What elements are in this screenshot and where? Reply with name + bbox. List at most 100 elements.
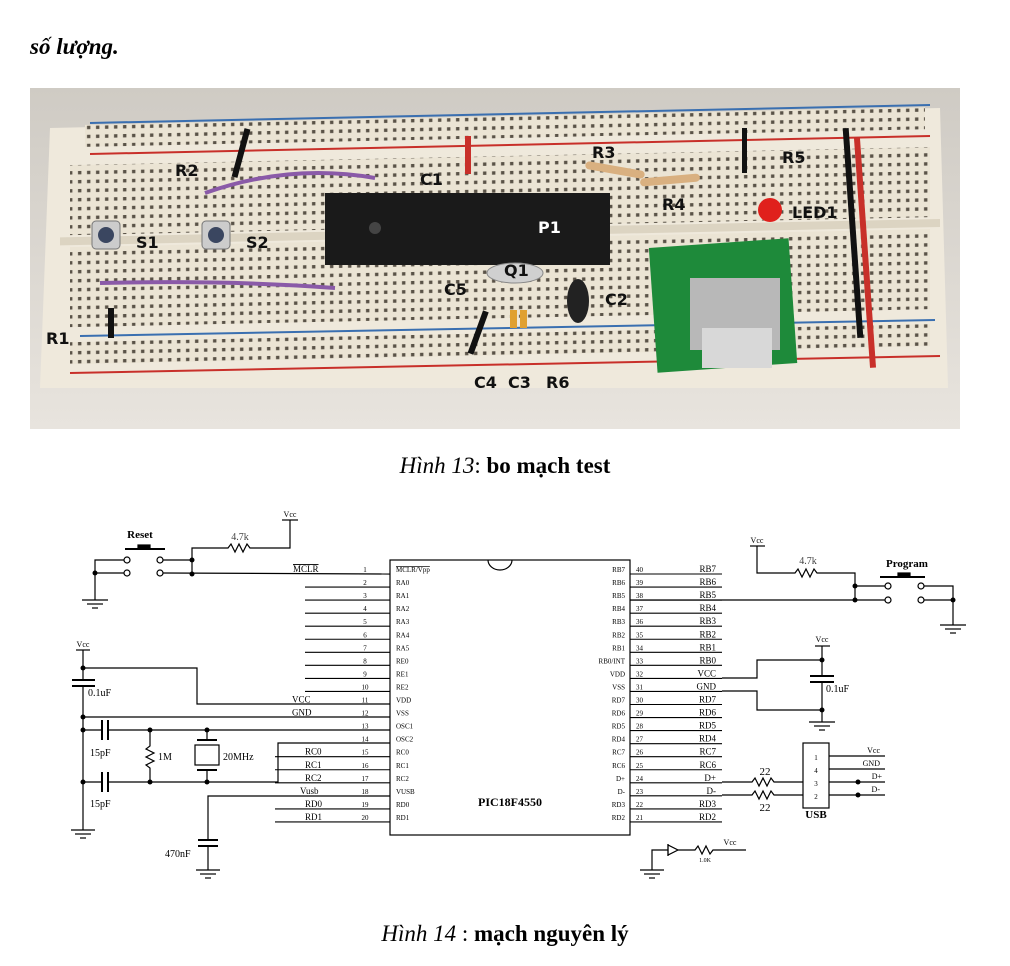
net-label: RD1 [305, 812, 322, 822]
net-label: RB5 [699, 590, 716, 600]
pin-name: RE2 [396, 683, 409, 691]
net-label: RD6 [699, 708, 717, 718]
pin-name: RB5 [612, 592, 625, 600]
label-c1: C1 [420, 170, 443, 189]
label-r2: R2 [175, 161, 198, 180]
pin-name: RB7 [612, 566, 625, 574]
pin-name: VSS [612, 683, 625, 691]
pin-name: VSS [396, 710, 409, 718]
label-c5: C5 [444, 280, 467, 299]
net-label: Vusb [300, 786, 319, 796]
vcc-label: Vcc [724, 838, 737, 847]
vusb-cap-value: 470nF [165, 849, 191, 860]
pin-name: RD1 [396, 814, 410, 822]
pin-name: RD2 [612, 814, 626, 822]
pin-name: RA2 [396, 605, 410, 613]
net-label: RB3 [699, 616, 716, 626]
net-label: RD2 [699, 812, 716, 822]
pin-number: 23 [636, 788, 644, 796]
net-label: RD3 [699, 799, 717, 809]
net-label: RB1 [699, 642, 716, 652]
caption-sep: : [456, 921, 474, 946]
cap-left-value: 0.1uF [88, 688, 112, 699]
pin-number: 14 [362, 736, 370, 744]
pin-number: 17 [362, 775, 370, 783]
crystal-value: 20MHz [223, 752, 254, 763]
label-s2: S2 [246, 233, 269, 252]
program-resistor-value: 4.7k [799, 556, 817, 567]
pin-number: 9 [363, 670, 367, 678]
pin-number: 12 [362, 710, 370, 718]
pin-number: 38 [636, 592, 644, 600]
label-s1: S1 [136, 233, 159, 252]
pin-name: RC6 [612, 762, 625, 770]
pin-number: 33 [636, 657, 644, 665]
vcc-label: Vcc [751, 536, 764, 545]
pin-name: RC7 [612, 749, 625, 757]
label-r6: R6 [546, 373, 569, 392]
pin-number: 5 [363, 618, 367, 626]
chip-name: PIC18F4550 [478, 795, 542, 809]
pin-name: RB1 [612, 644, 625, 652]
pin-number: 10 [362, 683, 370, 691]
figure-14-label: Hình 14 [381, 921, 457, 946]
pin-name: RC1 [396, 762, 409, 770]
cap-right-value: 0.1uF [826, 684, 850, 695]
pin-number: 28 [636, 723, 644, 731]
pin-number: 34 [636, 644, 644, 652]
pin-number: 13 [362, 723, 370, 731]
pin-number: 39 [636, 579, 644, 587]
vcc-label: Vcc [816, 635, 829, 644]
figure-13-label: Hình 13 [399, 453, 475, 478]
pin-number: 8 [363, 657, 367, 665]
usb-pin-number: 1 [814, 754, 818, 762]
pin-number: 29 [636, 710, 644, 718]
pin-name: RB3 [612, 618, 625, 626]
pin-number: 2 [363, 579, 367, 587]
pin-number: 19 [362, 801, 370, 809]
pin-name: RE0 [396, 657, 409, 665]
pin-name: RA3 [396, 618, 410, 626]
pin-name: RD3 [612, 801, 626, 809]
section-heading: số lượng. [30, 34, 119, 59]
label-r5: R5 [782, 148, 805, 167]
pin-number: 6 [363, 631, 367, 639]
net-label: RD0 [305, 799, 323, 809]
pin-name: RD0 [396, 801, 410, 809]
net-label: VCC [697, 668, 716, 678]
pin-number: 24 [636, 775, 644, 783]
cap-osc2-value: 15pF [90, 799, 111, 810]
net-label: D+ [704, 773, 716, 783]
pin-number: 26 [636, 749, 644, 757]
net-label: RB6 [699, 577, 716, 587]
usb-net-label: GND [863, 759, 881, 768]
pin-number: 3 [363, 592, 367, 600]
net-label: RB4 [699, 603, 716, 613]
pin-name: RD4 [612, 736, 626, 744]
net-label: RD5 [699, 721, 717, 731]
pin-number: 18 [362, 788, 370, 796]
reset-resistor-value: 4.7k [231, 532, 249, 543]
net-label: RC1 [305, 760, 322, 770]
pin-name: VDD [396, 697, 411, 705]
vcc-label: Vcc [77, 640, 90, 649]
figure-14-caption: Hình 14 : mạch nguyên lý [0, 921, 1010, 947]
net-label: RC7 [699, 747, 716, 757]
chip-body [389, 559, 631, 836]
pin-name: OSC1 [396, 723, 414, 731]
pin-number: 7 [363, 644, 367, 652]
figure-14-title: mạch nguyên lý [474, 921, 629, 946]
pin-name: RE1 [396, 670, 409, 678]
net-label: RD7 [699, 695, 717, 705]
pin-number: 4 [363, 605, 367, 613]
net-label: MCLR [293, 564, 319, 574]
pin-number: 27 [636, 736, 644, 744]
pin-name: RB6 [612, 579, 625, 587]
pin-number: 32 [636, 670, 644, 678]
net-label: RD4 [699, 734, 717, 744]
label-c2: C2 [605, 290, 628, 309]
vcc-label: Vcc [284, 510, 297, 519]
net-label: RC2 [305, 773, 322, 783]
pin-name: RB0/INT [599, 657, 626, 665]
